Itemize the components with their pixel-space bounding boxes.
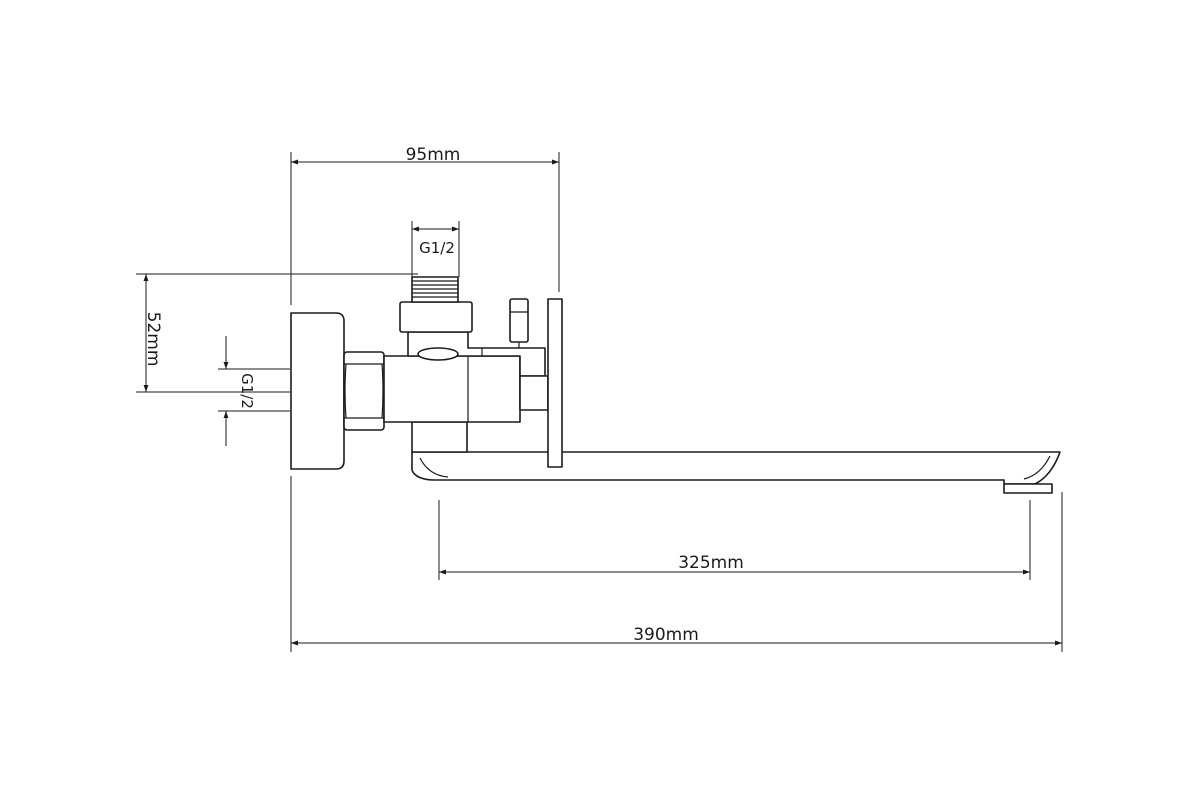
dim-height-offset: 52mm: [136, 273, 418, 393]
spout-inner-curve: [419, 457, 449, 478]
dim-inlet-top: G1/2: [411, 221, 460, 277]
valve-body: [383, 355, 521, 423]
hex-face: [381, 363, 384, 419]
dim-overall-length: 390mm: [290, 476, 1063, 652]
wall-flange: [290, 312, 345, 470]
thread-lines: [412, 280, 458, 298]
dim-inlet-side: G1/2: [218, 336, 290, 446]
mounting-plate: [547, 298, 563, 468]
spout: [411, 451, 1061, 485]
faucet-body: [290, 276, 1061, 494]
dim-inlet-top-label: G1/2: [419, 239, 455, 257]
dim-inlet-side-label: G1/2: [238, 373, 256, 409]
spout-collar: [411, 421, 468, 453]
diverter-knob: [509, 298, 529, 343]
dim-height-offset-label: 52mm: [143, 312, 163, 367]
dim-spout-reach-label: 325mm: [678, 553, 744, 573]
dim-top-width: 95mm: [290, 145, 560, 305]
aerator: [1003, 483, 1053, 494]
dim-overall-length-label: 390mm: [633, 625, 699, 645]
spout-tip-curve: [1023, 455, 1051, 480]
hex-face: [344, 363, 347, 419]
diverter-cap: [417, 347, 459, 361]
side-connector: [519, 375, 549, 411]
dim-spout-reach: 325mm: [438, 500, 1031, 580]
top-inlet-nut: [399, 301, 473, 333]
dim-top-width-label: 95mm: [406, 145, 461, 165]
